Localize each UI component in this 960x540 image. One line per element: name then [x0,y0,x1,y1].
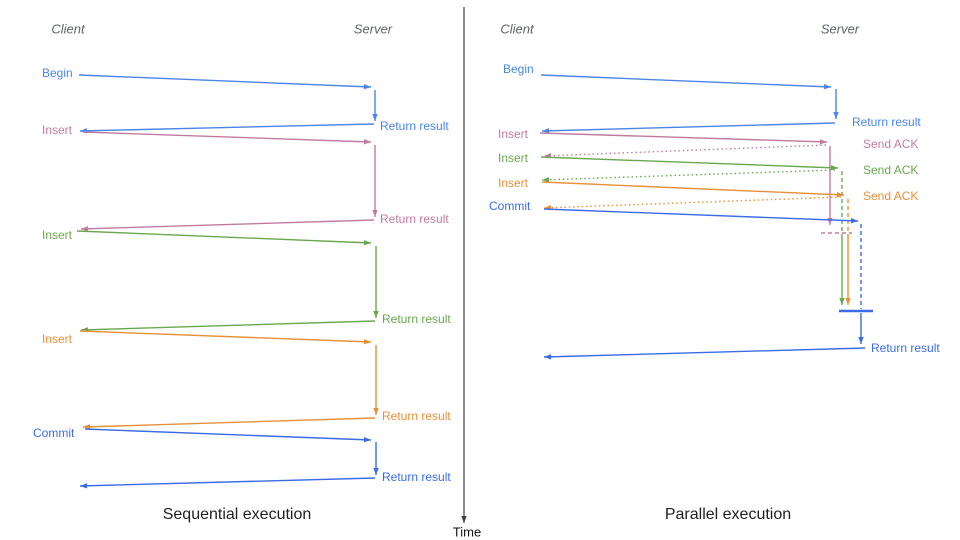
arrowhead-icon [542,128,550,134]
message-arrow-line [541,169,836,181]
arrowhead-icon [372,114,378,121]
return-result: Return result [382,470,451,484]
arrowhead-icon [373,468,379,475]
column-header-server: Server [353,21,393,37]
message-arrow-line [80,320,376,331]
message-arrow-line [82,417,376,428]
column-header-client: Client [51,21,85,37]
panel-title-sequential: Sequential execution [162,506,312,523]
arrowhead-icon [833,112,839,119]
event-insert-2: Insert [498,151,529,165]
message-arrow-line [540,74,832,88]
return-result: Return result [380,212,449,226]
message-arrow-line [541,181,845,196]
return-result: Return result [852,115,921,129]
message-arrow-line [540,156,839,169]
message-arrow-line [79,477,376,487]
arrowhead-icon [819,139,827,145]
send-ack: Send ACK [863,137,919,151]
time-axis-label: Time [452,524,482,540]
event-begin: Begin [42,66,73,80]
arrowhead-icon [836,192,844,198]
arrowhead-icon [823,84,831,90]
event-begin: Begin [503,62,534,76]
arrowhead-icon [80,483,88,489]
return-result: Return result [382,312,451,326]
arrowhead-icon [83,424,91,430]
return-result: Return result [871,341,940,355]
arrowhead-icon [373,408,379,415]
arrowhead-icon [839,298,845,305]
arrowhead-icon [542,177,550,183]
event-insert-3: Insert [42,332,73,346]
message-arrow-line [543,144,827,157]
message-arrow-line [84,428,372,441]
event-insert-2: Insert [42,228,73,242]
arrowhead-icon [858,337,864,344]
arrowhead-icon [827,218,833,225]
send-ack: Send ACK [863,163,919,177]
column-header-server: Server [820,21,860,37]
event-insert-3: Insert [498,176,529,190]
event-commit: Commit [489,199,531,213]
message-arrow-line [539,132,828,143]
arrowhead-icon [845,298,851,305]
message-arrow-line [543,208,859,222]
event-insert-1: Insert [498,127,529,141]
message-arrow-line [82,131,372,143]
message-arrow-line [80,219,375,230]
panel-title-parallel: Parallel execution [664,506,792,523]
event-insert-1: Insert [42,123,73,137]
column-header-client: Client [500,21,534,37]
message-arrow-line [543,196,842,209]
message-arrow-line [76,230,372,244]
arrowhead-icon [81,226,89,232]
arrowhead-icon [373,311,379,318]
arrowhead-icon [363,437,371,443]
arrowhead-icon [372,210,378,217]
return-result: Return result [382,409,451,423]
arrowhead-icon [363,84,371,90]
arrowhead-icon [461,516,467,523]
arrowhead-icon [850,218,858,224]
message-arrow-line [79,123,375,132]
arrowhead-icon [363,240,371,246]
event-commit: Commit [33,426,75,440]
message-arrow-line [543,347,866,358]
return-result: Return result [380,119,449,133]
arrowhead-icon [363,339,371,345]
message-arrow-line [79,330,372,343]
send-ack: Send ACK [863,189,919,203]
message-arrow-line [541,122,836,132]
arrowhead-icon [830,165,838,171]
arrowhead-icon [544,354,552,360]
arrowhead-icon [363,139,371,145]
message-arrow-line [78,74,372,88]
